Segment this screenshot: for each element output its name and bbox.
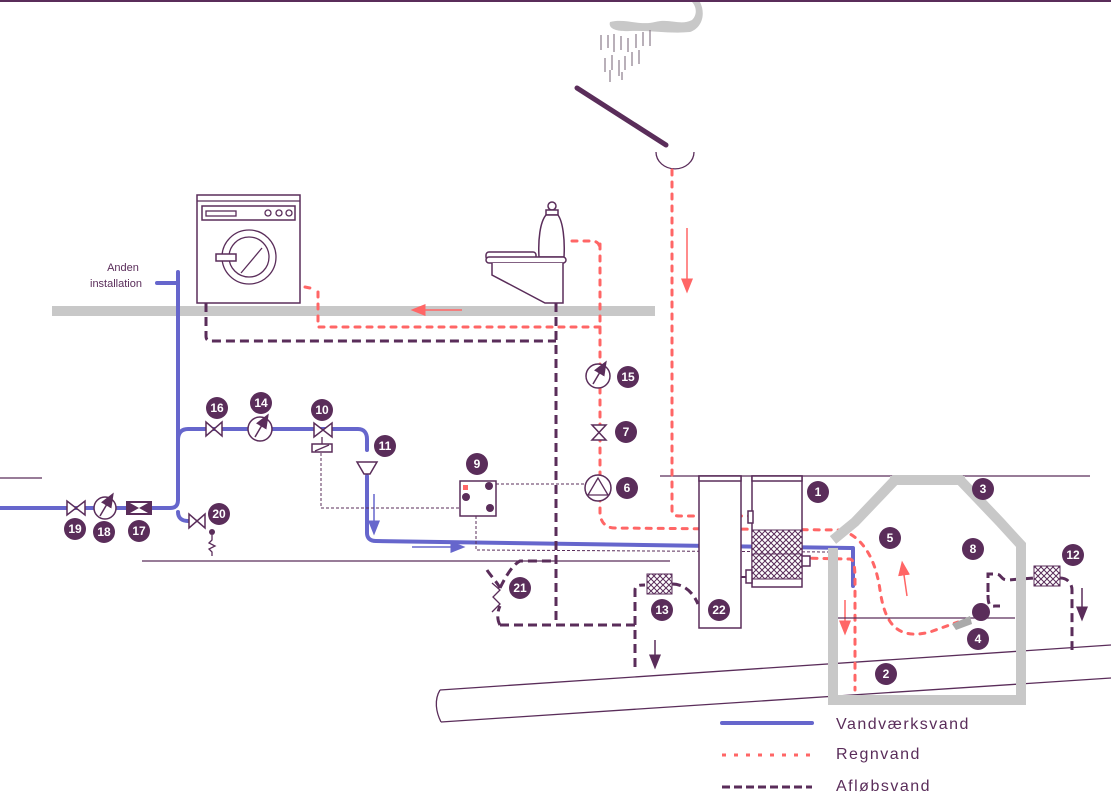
legend-item-sewer: Afløbsvand <box>722 778 931 795</box>
rainwater-lines <box>303 168 960 692</box>
svg-text:14: 14 <box>254 396 268 410</box>
float-ball-icon <box>972 603 990 621</box>
badge-17: 17 <box>128 520 150 542</box>
badge-20: 20 <box>208 503 230 525</box>
other-installation-label-1: Anden <box>107 262 139 274</box>
top-border <box>0 0 1111 2</box>
badge-18: 18 <box>93 521 115 543</box>
svg-text:3: 3 <box>980 482 987 496</box>
sewer-main-pipe <box>435 644 1111 723</box>
badge-8: 8 <box>962 538 984 560</box>
rain-drops-icon <box>600 30 651 82</box>
legend-item-water: Vandværksvand <box>720 716 970 733</box>
svg-text:2: 2 <box>883 667 890 681</box>
water-meter-18-icon <box>93 492 117 520</box>
svg-text:4: 4 <box>975 632 982 646</box>
storage-tank <box>828 475 1026 705</box>
svg-text:21: 21 <box>513 581 527 595</box>
svg-text:19: 19 <box>68 522 82 536</box>
control-unit-9-icon <box>459 480 497 517</box>
svg-text:22: 22 <box>712 603 726 617</box>
gutter-icon <box>655 151 695 170</box>
svg-text:7: 7 <box>623 425 630 439</box>
svg-text:6: 6 <box>624 481 631 495</box>
badge-11: 11 <box>374 435 396 457</box>
pump-6-icon <box>584 474 612 502</box>
air-gap-funnel-11-icon <box>355 461 379 475</box>
badge-14: 14 <box>250 392 272 414</box>
svg-text:15: 15 <box>621 370 635 384</box>
svg-text:13: 13 <box>655 603 669 617</box>
badge-3: 3 <box>972 478 994 500</box>
svg-text:12: 12 <box>1066 548 1080 562</box>
badge-9: 9 <box>466 453 488 475</box>
municipal-water-lines <box>0 270 855 588</box>
badge-2: 2 <box>875 663 897 685</box>
svg-text:10: 10 <box>315 403 329 417</box>
stop-valve-16-icon <box>205 420 223 438</box>
svg-text:1: 1 <box>815 485 822 499</box>
rainwater-meter-15-icon <box>585 360 611 389</box>
svg-text:20: 20 <box>212 507 226 521</box>
backflow-trap-12-icon <box>1033 565 1061 587</box>
toilet-icon <box>485 201 567 304</box>
water-meter-14-icon <box>247 413 273 442</box>
svg-text:18: 18 <box>97 525 111 539</box>
svg-text:8: 8 <box>970 542 977 556</box>
badge-19: 19 <box>64 518 86 540</box>
svg-text:11: 11 <box>379 439 392 453</box>
roof-icon <box>574 85 669 148</box>
badge-5: 5 <box>879 527 901 549</box>
badge-1: 1 <box>807 481 829 503</box>
other-installation-label-2: installation <box>90 278 142 290</box>
check-valve-7-icon <box>590 424 608 441</box>
legend-item-rain: Regnvand <box>722 746 921 763</box>
badge-21: 21 <box>509 577 531 599</box>
badge-15: 15 <box>617 366 639 388</box>
sewer-lines <box>204 303 1088 670</box>
badge-12: 12 <box>1062 544 1084 566</box>
badge-13: 13 <box>651 599 673 621</box>
stop-valve-19-icon <box>66 499 86 517</box>
svg-text:Afløbsvand: Afløbsvand <box>836 778 931 795</box>
badge-22: 22 <box>708 599 730 621</box>
badge-4: 4 <box>967 628 989 650</box>
badge-7: 7 <box>615 421 637 443</box>
svg-text:Vandværksvand: Vandværksvand <box>836 716 970 733</box>
svg-text:16: 16 <box>210 401 224 415</box>
badge-6: 6 <box>616 477 638 499</box>
svg-text:Regnvand: Regnvand <box>836 746 921 763</box>
drain-valve-20-icon <box>188 512 217 556</box>
svg-text:9: 9 <box>474 457 481 471</box>
backflow-preventer-17-icon <box>126 501 152 515</box>
legend: Vandværksvand Regnvand Afløbsvand <box>720 716 970 795</box>
svg-text:5: 5 <box>887 531 894 545</box>
cloud-icon <box>609 2 703 33</box>
svg-text:17: 17 <box>132 524 146 538</box>
washing-machine-icon <box>196 194 301 304</box>
badge-10: 10 <box>311 399 333 421</box>
badge-16: 16 <box>206 397 228 419</box>
floor-drain-21-icon <box>491 582 501 613</box>
backflow-trap-13-icon <box>646 573 673 595</box>
solenoid-valve-10-icon <box>311 421 333 453</box>
